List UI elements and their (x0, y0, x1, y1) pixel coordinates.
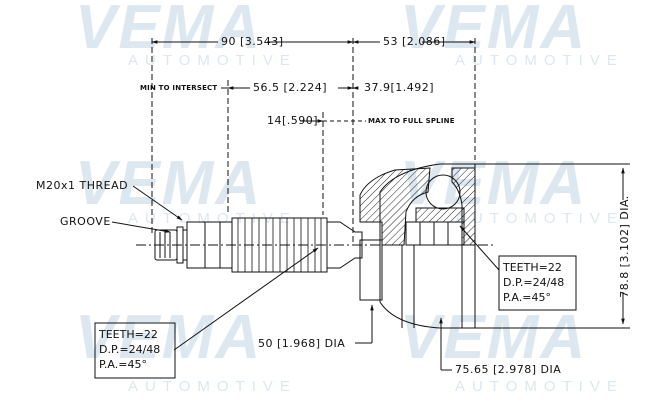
dim-spline-short: 14[.590] (267, 114, 319, 127)
label-max-to-full-spline: MAX TO FULL SPLINE (368, 117, 455, 125)
spec-pa: P.A.=45° (99, 358, 147, 371)
watermark-logo: VEMA (400, 149, 588, 218)
dim-overall-inner: 53 [2.086] (383, 35, 446, 48)
spec-teeth: TEETH=22 (503, 261, 562, 274)
watermark-logo: VEMA (400, 0, 588, 62)
watermark-sub: AUTOMOTIVE (455, 210, 624, 227)
spec-dp: D.P.=24/48 (503, 276, 565, 289)
label-min-to-intersect: MIN TO INTERSECT (140, 84, 218, 92)
spec-teeth: TEETH=22 (99, 328, 158, 341)
watermark-sub: AUTOMOTIVE (128, 52, 297, 69)
watermark-sub: AUTOMOTIVE (128, 378, 297, 395)
dim-bell-dia: 75.65 [2.978] DIA (455, 363, 562, 376)
dim-overall-outer: 90 [3.543] (221, 35, 284, 48)
spec-pa: P.A.=45° (503, 291, 551, 304)
spec-dp: D.P.=24/48 (99, 343, 161, 356)
watermark-sub: AUTOMOTIVE (455, 52, 624, 69)
dim-min-to-intersect: 56.5 [2.224] (253, 81, 328, 94)
spec-table-outer: TEETH=22 D.P.=24/48 P.A.=45° (503, 260, 564, 305)
dim-to-full-spline: 37.9[1.492] (364, 81, 435, 94)
watermark-logo: VEMA (75, 149, 263, 218)
dim-shaft-dia: 50 [1.968] DIA (258, 337, 346, 350)
watermark-sub: AUTOMOTIVE (455, 378, 624, 395)
label-groove: GROOVE (60, 215, 111, 228)
label-thread: M20x1 THREAD (36, 179, 129, 192)
dim-outer-dia: 78.8 [3.102] DIA. (617, 195, 631, 298)
watermark-logo: VEMA (75, 0, 263, 62)
spec-table-inner: TEETH=22 D.P.=24/48 P.A.=45° (99, 327, 160, 372)
watermark-logo: VEMA (400, 303, 588, 372)
watermark-logo: VEMA (75, 303, 263, 372)
watermark-sub: AUTOMOTIVE (128, 210, 297, 227)
